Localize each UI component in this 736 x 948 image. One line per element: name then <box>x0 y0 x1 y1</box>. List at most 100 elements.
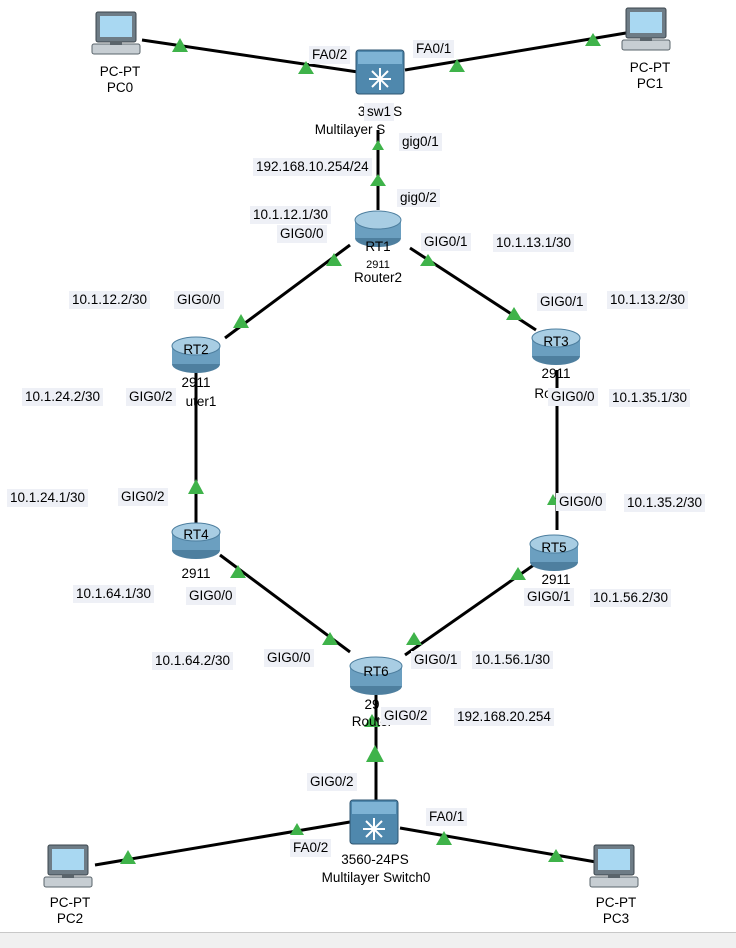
up-arrow-icon <box>188 479 204 494</box>
up-arrow-icon <box>322 632 338 645</box>
rt5-tag: RT5 <box>541 540 567 555</box>
rt5-icon[interactable] <box>529 534 579 571</box>
sw1-fa02-label: FA0/2 <box>309 46 351 64</box>
up-arrow-icon <box>585 33 601 46</box>
vlan10-ip-label: 192.168.10.254/24 <box>253 158 372 176</box>
rt6-tag: RT6 <box>363 664 389 679</box>
rt3-name: Ro <box>534 386 552 401</box>
up-arrow-icon <box>449 59 465 72</box>
rt4-ip64-label: 10.1.64.1/30 <box>73 585 155 603</box>
rt1-gig00-label: GIG0/0 <box>277 225 327 243</box>
sw1-icon[interactable] <box>355 49 405 95</box>
pc1-type: PC-PT <box>629 60 671 75</box>
rt1-ip13-label: 10.1.13.1/30 <box>493 234 575 252</box>
rt4-tag: RT4 <box>183 527 209 542</box>
rt1-gig01-label: GIG0/1 <box>421 233 471 251</box>
up-arrow-icon <box>290 823 304 835</box>
rt1-gig02-label: gig0/2 <box>397 189 440 207</box>
rt5-ip56-label: 10.1.56.2/30 <box>590 589 672 607</box>
rt4-icon[interactable] <box>171 522 221 559</box>
sw1-gig01-label: gig0/1 <box>399 133 442 151</box>
up-arrow-icon <box>366 745 384 762</box>
rt5-model: 2911 <box>541 572 571 587</box>
up-arrow-icon <box>326 253 342 266</box>
up-arrow-icon <box>370 174 386 186</box>
rt4-ip24-label: 10.1.24.1/30 <box>7 489 89 507</box>
link-sw0-pc3[interactable] <box>399 826 597 864</box>
up-arrow-icon <box>298 61 314 74</box>
sw0-name: Multilayer Switch0 <box>321 870 431 885</box>
rt3-ip13-label: 10.1.13.2/30 <box>607 291 689 309</box>
sw0-model: 3560-24PS <box>341 852 409 867</box>
rt4-model: 2911 <box>181 566 211 581</box>
rt4-gig02-label: GIG0/2 <box>118 488 168 506</box>
rt1-name: Router2 <box>353 270 403 285</box>
pc3-name: PC3 <box>602 911 630 926</box>
pc0-type: PC-PT <box>99 64 141 79</box>
sw1-fa01-label: FA0/1 <box>413 40 455 58</box>
rt5-ip35-label: 10.1.35.2/30 <box>624 494 706 512</box>
rt6-gig02-label: GIG0/2 <box>381 707 431 725</box>
up-arrow-icon <box>172 38 188 52</box>
up-arrow-icon <box>372 140 384 150</box>
up-arrow-icon <box>406 632 422 645</box>
up-arrow-icon <box>230 565 246 578</box>
pc2-icon[interactable] <box>43 844 93 888</box>
rt3-tag: RT3 <box>543 334 569 349</box>
rt4-gig00-label: GIG0/0 <box>186 587 236 605</box>
sw1-tag: sw1 <box>364 103 395 121</box>
rt2-ip12-label: 10.1.12.2/30 <box>69 291 151 309</box>
up-arrow-icon <box>510 567 526 580</box>
sw1-name: Multilayer S <box>314 122 386 137</box>
sw0-gig02-label: GIG0/2 <box>307 773 357 791</box>
rt6-ip64-label: 10.1.64.2/30 <box>152 652 234 670</box>
vlan20-ip-label: 192.168.20.254 <box>454 708 554 726</box>
up-arrow-icon <box>120 850 136 864</box>
pc1-name: PC1 <box>636 76 664 91</box>
rt3-gig01-label: GIG0/1 <box>537 293 587 311</box>
up-arrow-icon <box>420 254 436 266</box>
up-arrow-icon <box>233 314 249 328</box>
rt6-gig00-label: GIG0/0 <box>264 649 314 667</box>
rt2-model: 2911 <box>181 375 211 390</box>
rt5-gig01-label: GIG0/1 <box>524 588 574 606</box>
rt3-icon[interactable] <box>531 328 581 365</box>
rt3-gig00-label: GIG0/0 <box>548 388 598 406</box>
rt6-model: 29 <box>364 697 380 712</box>
sw0-fa02-label: FA0/2 <box>290 839 332 857</box>
pc0-name: PC0 <box>106 80 134 95</box>
rt2-icon[interactable] <box>171 336 221 373</box>
link-sw1-pc1[interactable] <box>404 31 627 72</box>
rt3-ip35-label: 10.1.35.1/30 <box>609 389 691 407</box>
link-sw0-pc2[interactable] <box>94 820 351 867</box>
horizontal-scrollbar[interactable] <box>0 932 736 948</box>
rt2-tag: RT2 <box>183 342 209 357</box>
rt1-ip12-label: 10.1.12.1/30 <box>250 206 332 224</box>
pc3-icon[interactable] <box>589 844 639 888</box>
link-status-indicators <box>120 33 601 864</box>
pc2-type: PC-PT <box>49 895 91 910</box>
rt2-gig00-label: GIG0/0 <box>174 291 224 309</box>
rt6-ip56-label: 10.1.56.1/30 <box>472 651 554 669</box>
rt5-gig00-label: GIG0/0 <box>556 493 606 511</box>
pc2-name: PC2 <box>56 911 84 926</box>
rt2-gig02-label: GIG0/2 <box>126 388 176 406</box>
pc0-icon[interactable] <box>91 11 141 55</box>
rt3-model: 2911 <box>541 366 571 381</box>
up-arrow-icon <box>364 714 380 727</box>
sw0-icon[interactable] <box>349 799 399 845</box>
sw0-fa01-label: FA0/1 <box>426 808 468 826</box>
rt6-icon[interactable] <box>349 656 403 695</box>
rt1-icon[interactable] <box>354 210 402 247</box>
up-arrow-icon <box>548 849 564 862</box>
rt6-gig01-label: GIG0/1 <box>411 651 461 669</box>
rt1-model: 2911 <box>366 259 390 271</box>
up-arrow-icon <box>436 831 452 845</box>
pc3-type: PC-PT <box>595 895 637 910</box>
rt1-tag: RT1 <box>365 239 391 254</box>
up-arrow-icon <box>506 307 522 320</box>
rt2-name: uter1 <box>185 394 217 409</box>
pc1-icon[interactable] <box>621 7 671 51</box>
rt2-ip24-label: 10.1.24.2/30 <box>22 388 104 406</box>
